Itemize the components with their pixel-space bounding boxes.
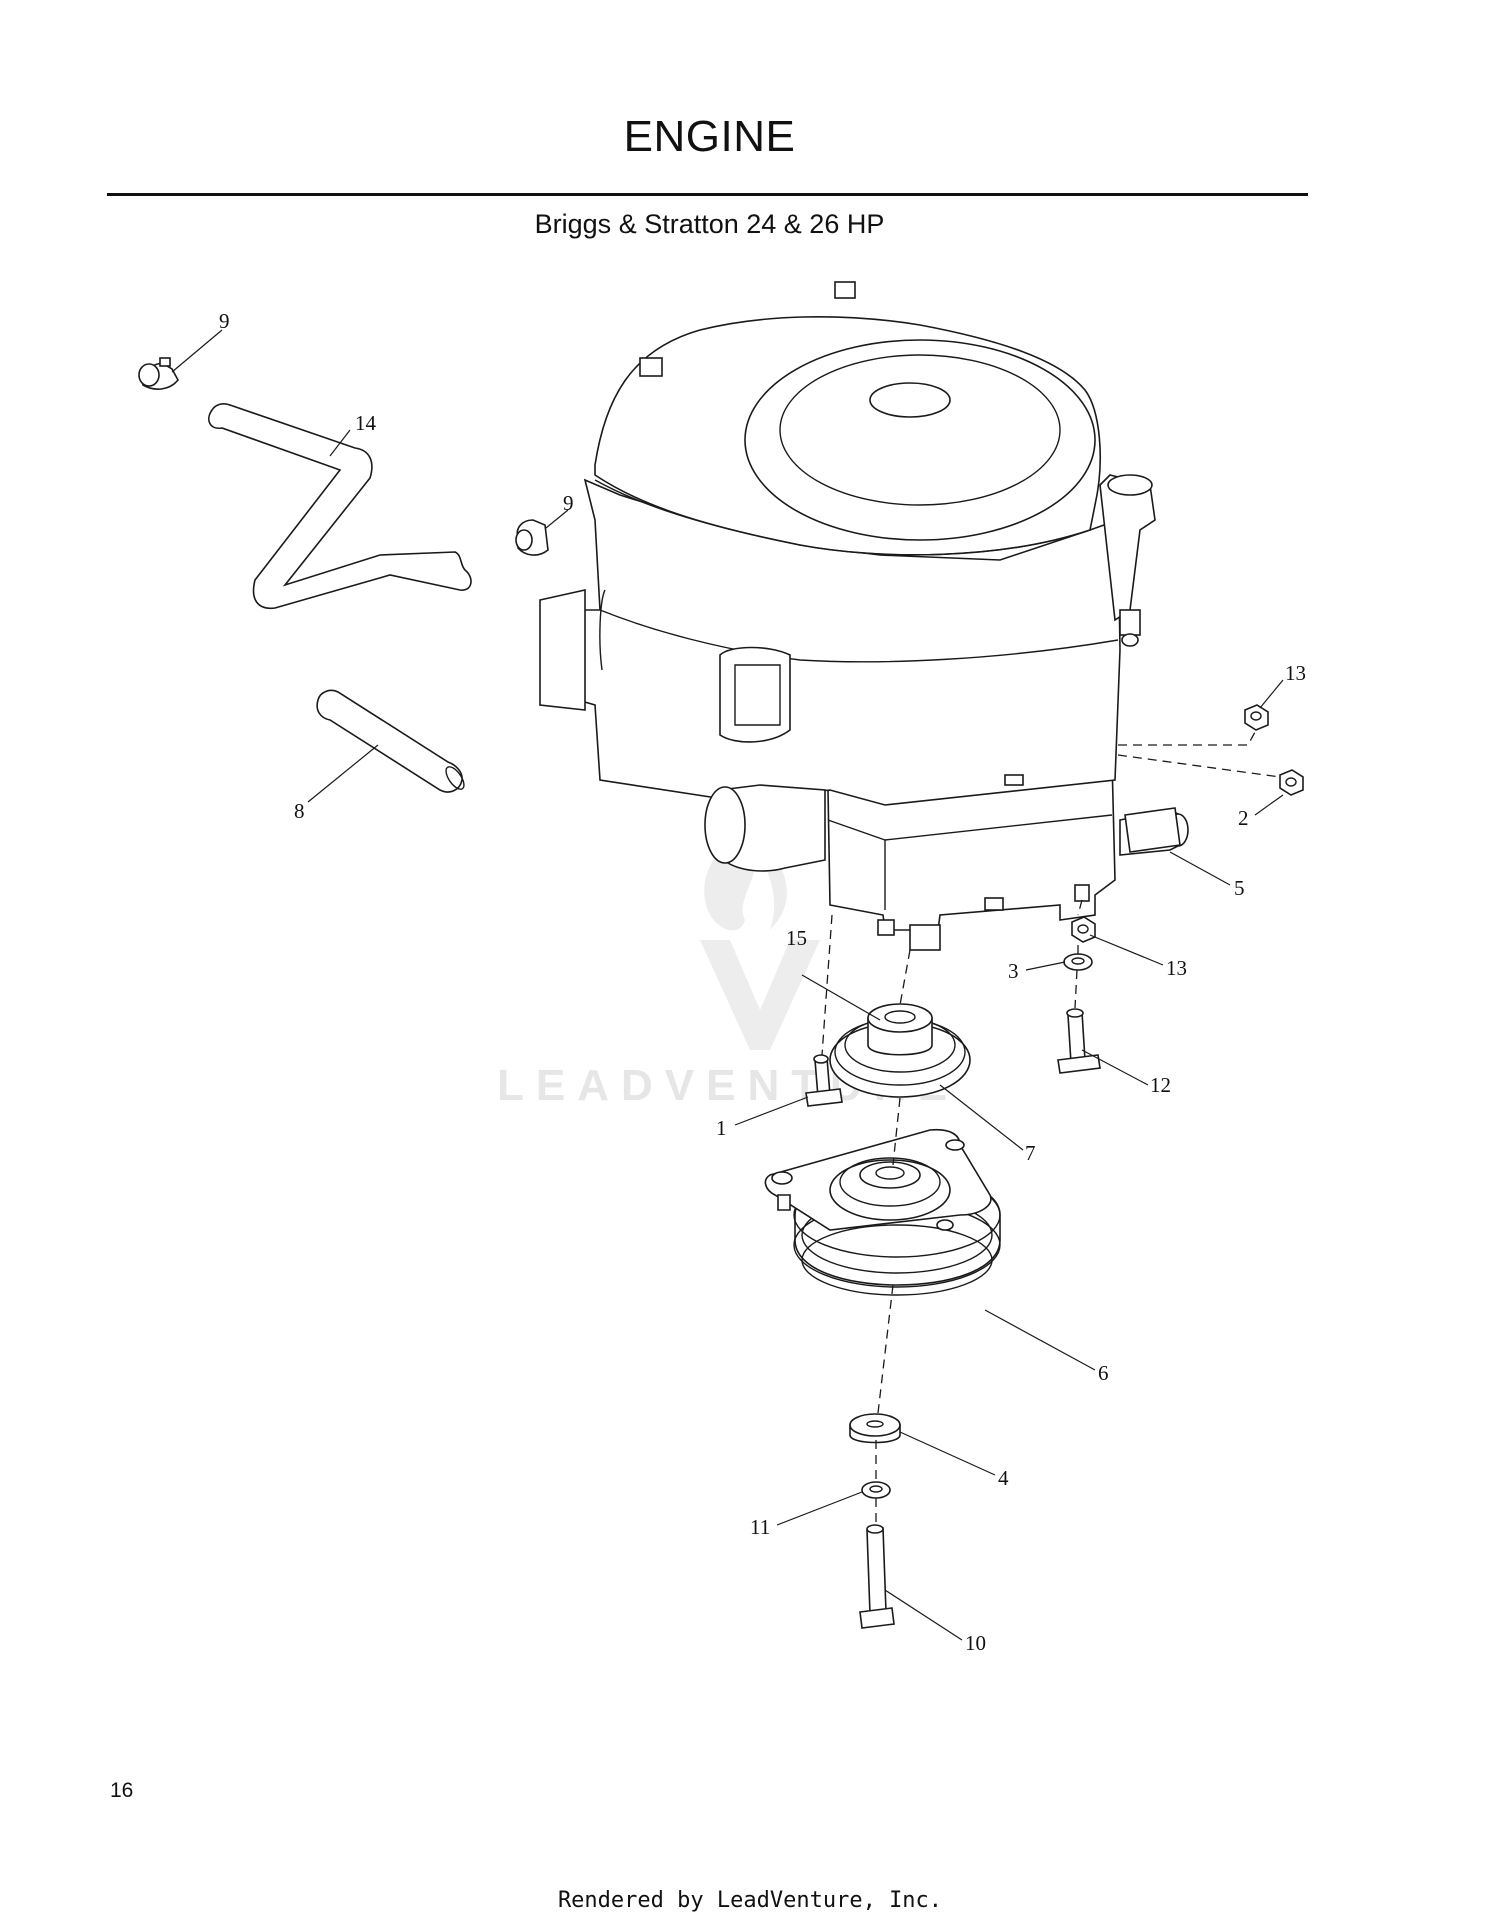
callout-3: 3 (1008, 959, 1019, 983)
callout-4: 4 (998, 1466, 1009, 1490)
callout-7: 7 (1025, 1141, 1036, 1165)
page-subtitle: Briggs & Stratton 24 & 26 HP (534, 209, 885, 239)
part-4-spacer (849, 1413, 901, 1444)
part-5-fitting (1124, 807, 1181, 853)
part-10-bolt (859, 1524, 895, 1629)
callout-13-upper: 13 (1285, 661, 1306, 685)
callout-5: 5 (1234, 876, 1245, 900)
page-title: ENGINE (623, 112, 796, 161)
part-11-washer (861, 1481, 891, 1499)
engine-assembly (539, 281, 1189, 951)
callout-13-lower: 13 (1166, 956, 1187, 980)
part-2-nut (1279, 769, 1304, 796)
assembly-lines (821, 731, 1281, 1525)
part-13-nut-upper (1244, 704, 1269, 731)
title-rule (107, 193, 1308, 196)
part-14-breather-hose (208, 403, 472, 609)
callout-8: 8 (294, 799, 305, 823)
callout-9-top: 9 (219, 309, 230, 333)
callout-6: 6 (1098, 1361, 1109, 1385)
part-1-bolt (805, 1054, 843, 1107)
air-cleaner-cover (719, 646, 791, 743)
watermark-v-icon (700, 940, 820, 1050)
part-8-fuel-hose (316, 689, 463, 793)
callout-14: 14 (355, 411, 377, 435)
part-6-electric-clutch (764, 1128, 1001, 1296)
part-3-washer (1063, 953, 1093, 971)
leader-lines (171, 329, 1284, 1641)
part-15-spacer (867, 1003, 933, 1056)
callout-15: 15 (786, 926, 807, 950)
footer-credit: Rendered by LeadVenture, Inc. (557, 1888, 943, 1913)
page-number: 16 (110, 1779, 134, 1802)
blower-housing-lid (744, 339, 1096, 541)
callout-9-middle: 9 (563, 491, 574, 515)
callout-10: 10 (965, 1631, 986, 1655)
part-13-nut-lower (1071, 916, 1096, 943)
callout-1: 1 (716, 1116, 727, 1140)
part-12-bolt (1057, 1008, 1101, 1074)
part-9-hose-clamp-lower (515, 519, 549, 556)
callout-11: 11 (750, 1515, 770, 1539)
part-9-hose-clamp (138, 357, 179, 390)
callout-12: 12 (1150, 1073, 1171, 1097)
callout-2: 2 (1238, 806, 1249, 830)
